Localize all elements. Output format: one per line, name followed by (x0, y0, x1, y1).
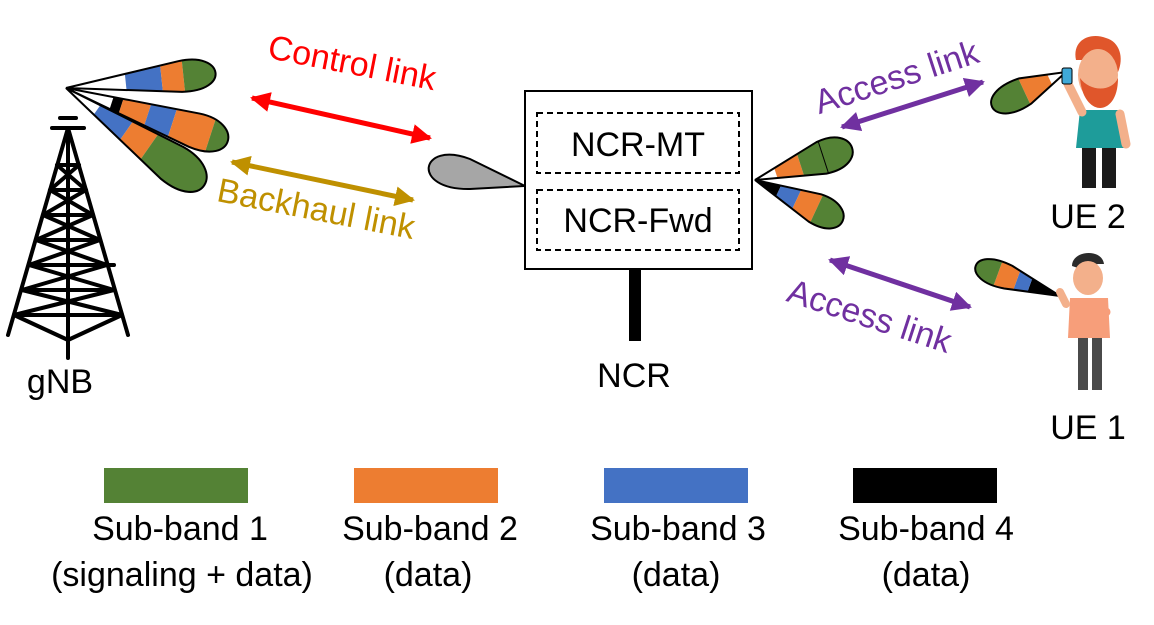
gnb-label: gNB (27, 363, 93, 401)
ue2-label: UE 2 (1050, 198, 1126, 236)
legend-swatch-subband4 (853, 468, 997, 503)
legend-swatch-subband2 (354, 468, 498, 503)
access-link-lower-arrow (828, 256, 972, 311)
ncr-label: NCR (597, 357, 671, 395)
legend: Sub-band 1 (signaling + data) Sub-band 2… (51, 468, 1014, 594)
legend-desc-subband2: (data) (384, 556, 473, 594)
gnb-tower-icon (6, 116, 130, 360)
ncr-fwd-beams (748, 131, 858, 235)
legend-desc-subband1: (signaling + data) (51, 556, 313, 594)
ue1-person-icon (1056, 252, 1111, 390)
ncr-node: NCR-MT NCR-Fwd NCR (524, 90, 753, 395)
ncr-fwd-label: NCR-Fwd (563, 202, 712, 240)
legend-label-subband3: Sub-band 3 (590, 510, 766, 548)
access-link-lower-label: Access link (783, 272, 957, 361)
backhaul-link-label: Backhaul link (214, 171, 419, 247)
ncr-mt-label: NCR-MT (571, 126, 705, 164)
legend-desc-subband4: (data) (882, 556, 971, 594)
control-link-label: Control link (265, 28, 440, 98)
ue1-beam (971, 253, 1065, 309)
ncr-box (524, 90, 753, 270)
legend-swatch-subband1 (104, 468, 248, 503)
backhaul-link-arrow (230, 155, 415, 207)
legend-label-subband2: Sub-band 2 (342, 510, 518, 548)
ncr-pole (629, 269, 641, 341)
legend-swatch-subband3 (604, 468, 748, 503)
access-link-upper-arrow (840, 77, 985, 132)
ue1-label: UE 1 (1050, 409, 1126, 447)
control-link-arrow (250, 92, 432, 144)
ue2-person-icon (1061, 36, 1131, 188)
legend-label-subband4: Sub-band 4 (838, 510, 1014, 548)
legend-desc-subband3: (data) (632, 556, 721, 594)
ncr-fwd-box (536, 189, 740, 251)
ncr-mt-box (536, 112, 740, 174)
ncr-gray-beam (427, 153, 529, 191)
legend-label-subband1: Sub-band 1 (92, 510, 268, 548)
